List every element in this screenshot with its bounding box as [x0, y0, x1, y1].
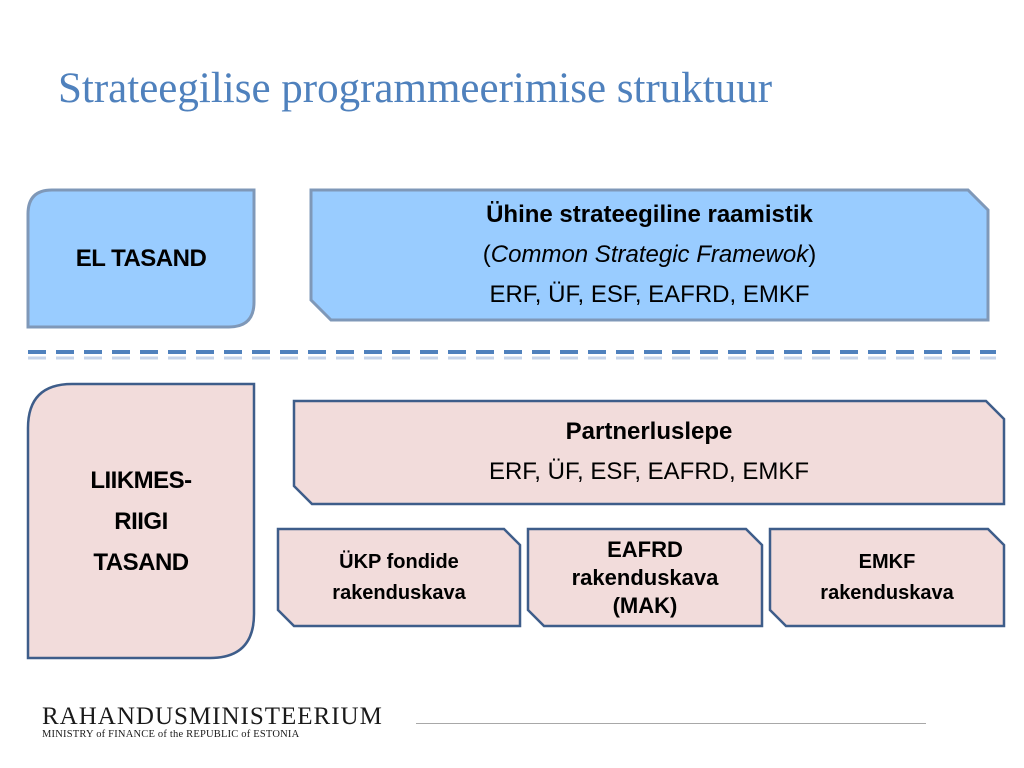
programme-box-eafrd — [526, 527, 764, 628]
member-level-label-line: RIIGI — [114, 507, 168, 535]
programme-emkf-text: EMKF rakenduskava — [770, 529, 1004, 626]
programme-line: rakenduskava — [820, 581, 954, 604]
member-level-label-line: TASAND — [93, 548, 189, 576]
programme-line: (MAK) — [612, 592, 678, 618]
member-level-box — [26, 382, 256, 660]
footer-divider — [416, 723, 926, 724]
member-level-label: LIIKMES- RIIGI TASAND — [28, 384, 254, 658]
framework-subtitle: (Common Strategic Framewok) — [483, 235, 816, 275]
framework-text: Ühine strateegiline raamistik (Common St… — [311, 194, 988, 316]
framework-title: Ühine strateegiline raamistik — [486, 201, 813, 228]
eu-level-label: EL TASAND — [28, 190, 254, 327]
eu-level-box — [26, 188, 256, 329]
partnership-funds: ERF, ÜF, ESF, EAFRD, EMKF — [488, 458, 810, 485]
programme-line: rakenduskava — [571, 564, 719, 590]
framework-box — [309, 188, 990, 322]
framework-subtitle-italic: Common Strategic Framewok — [490, 241, 809, 268]
programme-ukp-text: ÜKP fondide rakenduskava — [278, 529, 520, 626]
framework-paren-close: ) — [808, 241, 817, 268]
programme-line: EMKF — [858, 550, 916, 573]
framework-funds: ERF, ÜF, ESF, EAFRD, EMKF — [489, 281, 810, 308]
member-level-label-line: LIIKMES- — [90, 466, 192, 494]
ministry-logo-text: RAHANDUSMINISTEERIUM — [42, 703, 383, 730]
ministry-logo-subtitle: MINISTRY of FINANCE of the REPUBLIC of E… — [42, 729, 300, 740]
programme-box-emkf — [768, 527, 1006, 628]
programme-line: EAFRD — [607, 536, 683, 562]
partnership-title: Partnerluslepe — [565, 418, 733, 445]
partnership-box — [292, 399, 1006, 506]
programme-eafrd-text: EAFRD rakenduskava (MAK) — [528, 529, 762, 626]
programme-line: rakenduskava — [332, 581, 466, 604]
partnership-text: Partnerluslepe ERF, ÜF, ESF, EAFRD, EMKF — [294, 410, 1004, 494]
slide-title: Strateegilise programmeerimise struktuur — [58, 65, 773, 112]
programme-box-ukp — [276, 527, 522, 628]
programme-line: ÜKP fondide — [339, 550, 459, 573]
eu-level-label-text: EL TASAND — [75, 244, 207, 272]
framework-paren-open: ( — [482, 241, 491, 268]
